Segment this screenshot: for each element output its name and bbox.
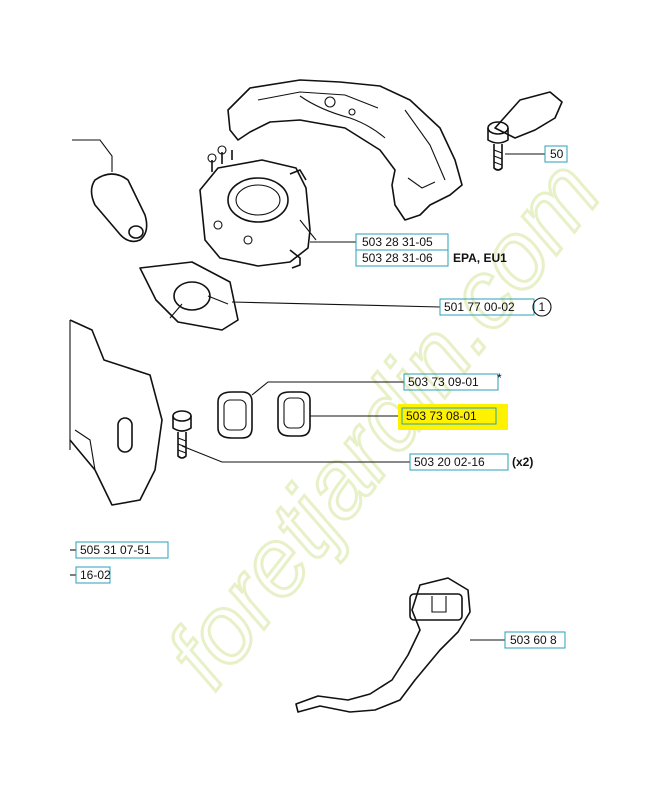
callout-503-28-31-05: 503 28 31-05: [355, 233, 449, 251]
part-number: 503 73 09-01: [408, 375, 479, 389]
intake-bushing-drawing: [217, 391, 311, 439]
part-note: EPA, EU1: [453, 251, 507, 265]
part-number: 505 31 07-51: [80, 543, 151, 557]
carburetor-drawing: [199, 145, 317, 269]
callout-505-31-07-51: 505 31 07-51: [75, 541, 169, 559]
callout-50: 50: [544, 145, 568, 163]
callout-503-73-09-01: 503 73 09-01 *: [403, 371, 502, 391]
callout-16-02: 16-02: [75, 566, 111, 584]
part-number: 503 28 31-05: [362, 235, 433, 249]
callout-503-20-02-16: 503 20 02-16 (x2): [409, 453, 533, 471]
gasket-drawing: [139, 261, 239, 331]
engine-housing-drawing: [227, 79, 563, 221]
screw-drawing-top: [487, 121, 509, 171]
handle-drawing: [295, 577, 471, 713]
callout-503-73-08-01: 503 73 08-01: [398, 404, 508, 430]
screw-drawing-middle: [172, 410, 192, 459]
bracket-drawing: [69, 319, 163, 506]
part-note: (x2): [512, 455, 533, 469]
part-number: 16-02: [80, 568, 111, 582]
filter-cap-drawing: [72, 139, 148, 243]
part-note: *: [497, 371, 502, 385]
part-number: 503 60 8: [510, 633, 557, 647]
reference-circle-number: 1: [539, 300, 546, 314]
leader-lines: [70, 153, 545, 641]
part-number: 501 77 00-02: [444, 300, 515, 314]
part-number: 503 20 02-16: [414, 455, 485, 469]
part-number: 50: [550, 147, 564, 161]
part-number: 503 28 31-06: [362, 251, 433, 265]
callout-503-60-8: 503 60 8: [504, 631, 566, 649]
callout-501-77-00-02: 501 77 00-02 1: [439, 297, 552, 317]
part-number: 503 73 08-01: [406, 409, 477, 423]
callout-503-28-31-06: 503 28 31-06 EPA, EU1: [355, 249, 507, 267]
